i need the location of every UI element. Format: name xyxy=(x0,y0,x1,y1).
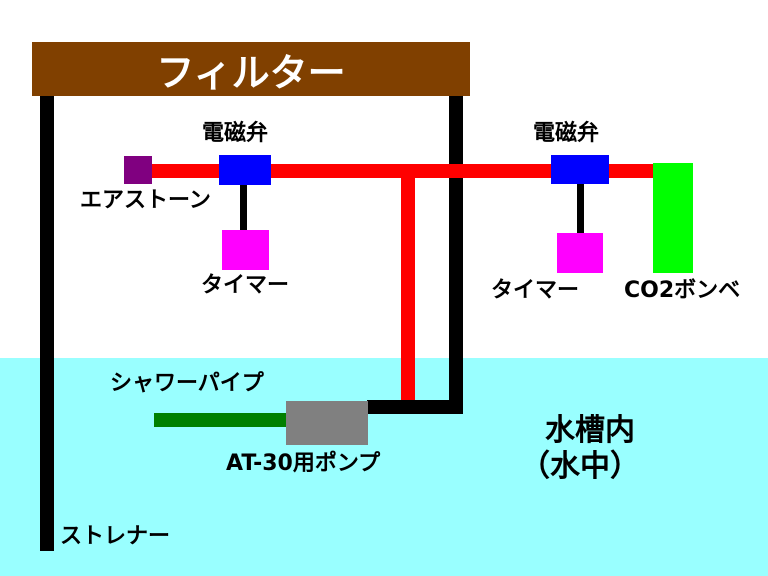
co2-tank xyxy=(653,163,693,273)
strainer-label: ストレナー xyxy=(60,524,171,549)
timer-right xyxy=(557,233,603,273)
pump xyxy=(286,401,368,445)
timer-left xyxy=(222,230,269,270)
shower-pipe xyxy=(154,413,286,427)
valve-right-label: 電磁弁 xyxy=(533,121,600,146)
strainer-pipe xyxy=(40,96,54,551)
water-area xyxy=(0,358,768,576)
solenoid-valve-left xyxy=(219,155,271,185)
timer-left-label: タイマー xyxy=(201,273,290,298)
shower-pipe-label: シャワーパイプ xyxy=(110,371,264,396)
co2-tank-label: CO2ボンベ xyxy=(624,278,741,303)
tank-label-line1: 水槽内 xyxy=(545,413,635,448)
timer-wire-left xyxy=(240,185,247,230)
valve-left-label: 電磁弁 xyxy=(202,121,269,146)
pump-return-pipe xyxy=(367,400,463,414)
timer-wire-right xyxy=(577,183,584,233)
filter-outlet-pipe xyxy=(449,96,463,414)
airstone-label: エアストーン xyxy=(80,188,211,213)
solenoid-valve-right xyxy=(551,155,609,184)
tank-label-line2: （水中） xyxy=(520,449,640,484)
timer-right-label: タイマー xyxy=(491,278,580,303)
filter-label: フィルター xyxy=(156,50,346,95)
pump-label: AT-30用ポンプ xyxy=(226,451,381,476)
filter-box: フィルター xyxy=(32,42,470,96)
co2-down-line xyxy=(401,164,415,400)
airstone xyxy=(124,156,152,184)
